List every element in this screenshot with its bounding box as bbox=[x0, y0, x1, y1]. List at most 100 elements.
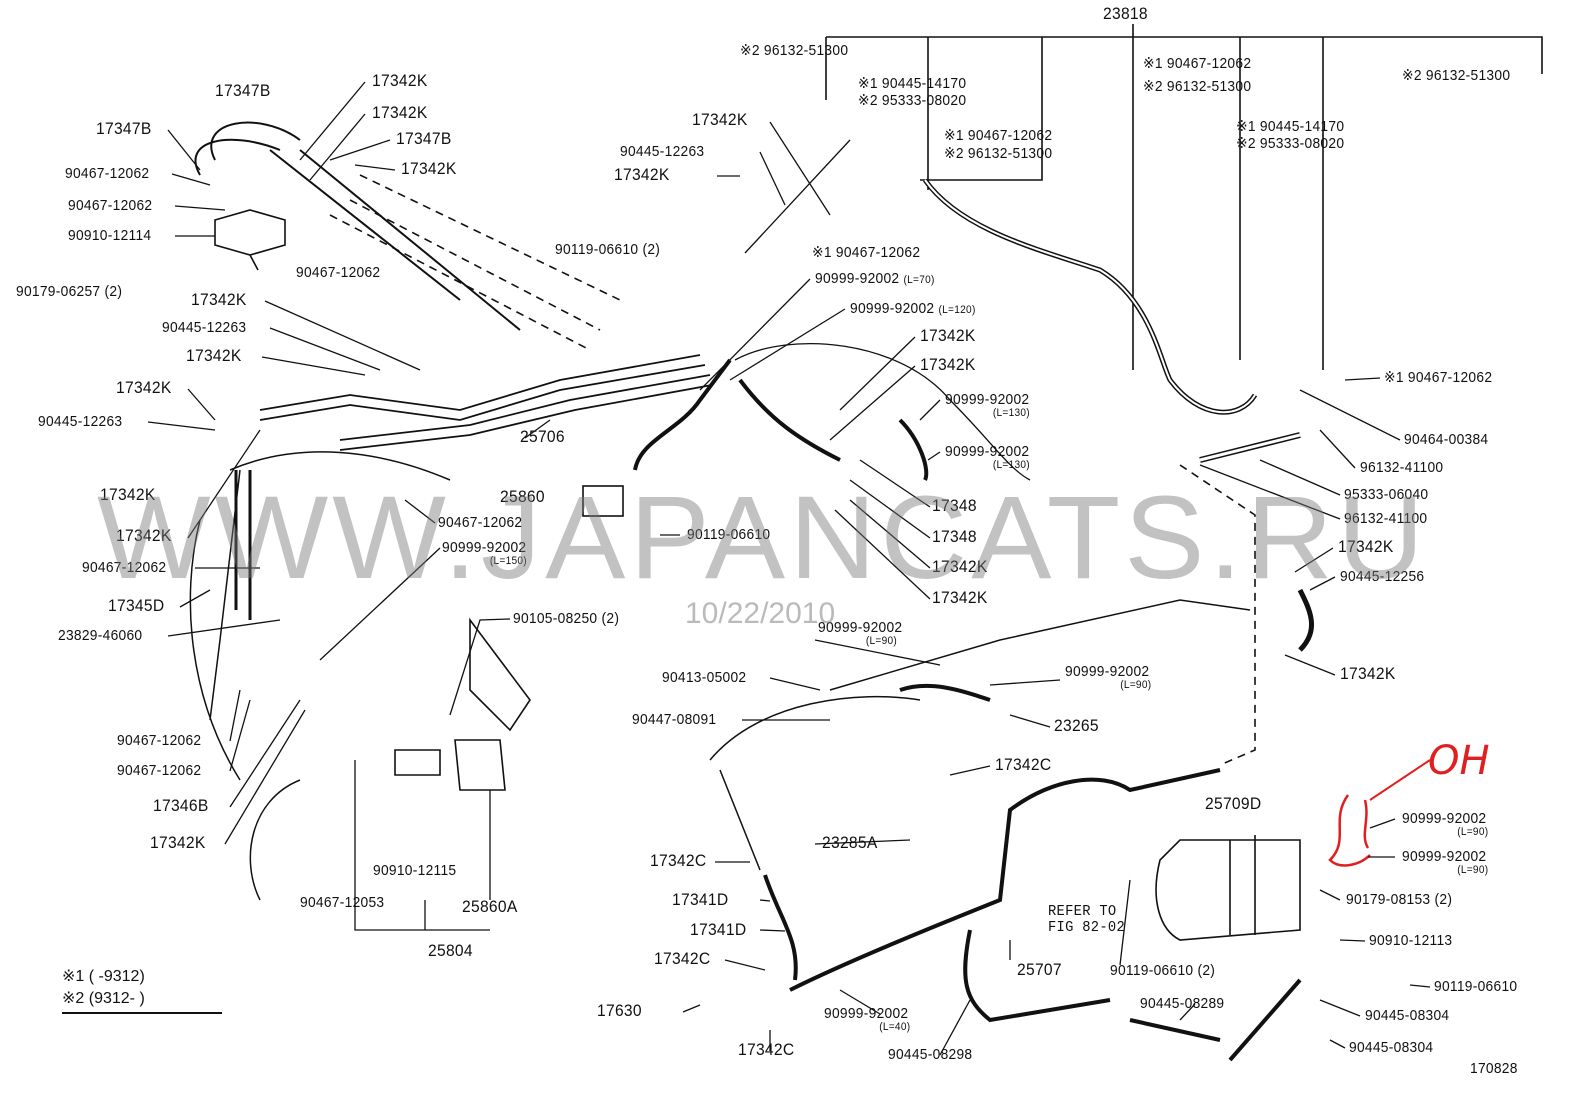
watermark: WWW.JAPANCATS.RU bbox=[96, 472, 1429, 604]
part-label: 90447-08091 bbox=[632, 711, 717, 728]
part-label: ※2 96132-51300 bbox=[944, 145, 1053, 162]
part-label: 90467-12062 bbox=[82, 559, 167, 576]
part-label: 23285A bbox=[822, 833, 878, 852]
part-label: ※1 90445-14170 bbox=[858, 75, 967, 92]
part-label: 90467-12062 bbox=[65, 165, 150, 182]
part-label: 90999-92002(L=90) bbox=[1402, 810, 1489, 838]
part-label: 17342K bbox=[1338, 537, 1394, 556]
part-label: 17342C bbox=[654, 949, 711, 968]
part-label: 17342K bbox=[932, 588, 988, 607]
part-label: 17347B bbox=[96, 119, 152, 138]
part-label: 25860A bbox=[462, 897, 518, 916]
part-label: 90119-06610 bbox=[1434, 978, 1518, 995]
part-label: 90910-12115 bbox=[373, 862, 457, 879]
part-label: 17342K bbox=[920, 326, 976, 345]
part-label: 17342K bbox=[372, 103, 428, 122]
legend: ※1 ( -9312) ※2 (9312- ) bbox=[62, 966, 222, 1014]
part-label: 90467-12062 bbox=[438, 514, 523, 531]
part-label: 90119-06610 (2) bbox=[1110, 962, 1216, 979]
part-label: 17342K bbox=[116, 526, 172, 545]
part-label: 90999-92002(L=150) bbox=[442, 539, 527, 567]
part-label: 17630 bbox=[597, 1001, 642, 1020]
legend-line-1: ※1 ( -9312) bbox=[62, 968, 145, 985]
part-label: 90467-12062 bbox=[296, 264, 381, 281]
part-label: 17342K bbox=[186, 346, 242, 365]
part-label: 23265 bbox=[1054, 716, 1099, 735]
part-label: 17348 bbox=[932, 527, 977, 546]
part-label: 17342K bbox=[1340, 664, 1396, 683]
part-label: 90910-12113 bbox=[1369, 932, 1453, 949]
part-label: 17342K bbox=[191, 290, 247, 309]
handwritten-note: OH bbox=[1428, 738, 1490, 784]
part-label: 90464-00384 bbox=[1404, 431, 1489, 448]
part-label: 25860 bbox=[500, 487, 545, 506]
part-label: 25709D bbox=[1205, 794, 1262, 813]
part-label: 90467-12062 bbox=[117, 732, 202, 749]
part-label: ※1 90467-12062 bbox=[1143, 55, 1252, 72]
legend-line-2: ※2 (9312- ) bbox=[62, 990, 145, 1007]
part-label: 25804 bbox=[428, 941, 473, 960]
part-label-23818: 23818 bbox=[1103, 4, 1148, 23]
part-label: 90445-12263 bbox=[620, 143, 705, 160]
part-label: 90179-06257 (2) bbox=[16, 283, 123, 300]
part-label: 90119-06610 (2) bbox=[555, 241, 661, 258]
part-label: 17348 bbox=[932, 496, 977, 515]
part-label: 25707 bbox=[1017, 960, 1062, 979]
part-label: ※2 96132-51300 bbox=[740, 42, 849, 59]
part-label: 90445-12256 bbox=[1340, 568, 1425, 585]
part-label: 17342K bbox=[692, 110, 748, 129]
part-label: ※1 90445-14170 bbox=[1236, 118, 1345, 135]
part-label: 17342K bbox=[100, 485, 156, 504]
part-label: ※2 95333-08020 bbox=[858, 92, 967, 109]
part-label: 17342C bbox=[995, 755, 1052, 774]
part-label: 96132-41100 bbox=[1360, 459, 1444, 476]
figure-number: 170828 bbox=[1470, 1060, 1518, 1077]
part-label: 90445-08304 bbox=[1365, 1007, 1450, 1024]
part-label: 17342K bbox=[150, 833, 206, 852]
date-stamp: 10/22/2010 bbox=[685, 597, 836, 630]
part-label: ※1 90467-12062 bbox=[1384, 369, 1493, 386]
part-label: 17347B bbox=[215, 81, 271, 100]
part-label: 96132-41100 bbox=[1344, 510, 1428, 527]
part-label: 17341D bbox=[672, 890, 729, 909]
part-label: 17342K bbox=[401, 159, 457, 178]
part-label: 23829-46060 bbox=[58, 627, 143, 644]
part-label: 90445-12263 bbox=[38, 413, 123, 430]
part-label: 90105-08250 (2) bbox=[513, 610, 620, 627]
part-label: ※1 90467-12062 bbox=[944, 127, 1053, 144]
part-label: 17342K bbox=[116, 378, 172, 397]
part-label: 90467-12062 bbox=[68, 197, 153, 214]
part-label: 90467-12062 bbox=[117, 762, 202, 779]
part-label: ※1 90467-12062 bbox=[812, 244, 921, 261]
part-label: 17342C bbox=[738, 1040, 795, 1059]
part-label: 17342K bbox=[920, 355, 976, 374]
part-label: ※2 96132-51300 bbox=[1402, 67, 1511, 84]
part-label: 90999-92002(L=40) bbox=[824, 1005, 911, 1033]
part-label: 17345D bbox=[108, 596, 165, 615]
part-label: 17346B bbox=[153, 796, 209, 815]
part-label: 90999-92002(L=90) bbox=[818, 619, 903, 647]
part-label: 90119-06610 bbox=[687, 526, 771, 543]
part-label: ※2 95333-08020 bbox=[1236, 135, 1345, 152]
part-label: 90999-92002 (L=120) bbox=[850, 300, 976, 317]
part-label: 90445-12263 bbox=[162, 319, 247, 336]
part-label: 90910-12114 bbox=[68, 227, 152, 244]
part-label: ※2 96132-51300 bbox=[1143, 78, 1252, 95]
part-label: 90179-08153 (2) bbox=[1346, 891, 1453, 908]
part-label: 17342K bbox=[932, 557, 988, 576]
part-label: 17347B bbox=[396, 129, 452, 148]
part-label: 90999-92002(L=90) bbox=[1402, 848, 1489, 876]
part-label: 90445-08289 bbox=[1140, 995, 1225, 1012]
part-label: 90445-08304 bbox=[1349, 1039, 1434, 1056]
part-label: 90999-92002(L=130) bbox=[945, 391, 1030, 419]
part-label: 90999-92002 (L=70) bbox=[815, 270, 935, 287]
part-label: 90413-05002 bbox=[662, 669, 747, 686]
part-label: 17342K bbox=[372, 71, 428, 90]
part-label: 90999-92002(L=130) bbox=[945, 443, 1030, 471]
part-label: 95333-06040 bbox=[1344, 486, 1429, 503]
part-label: 17342C bbox=[650, 851, 707, 870]
part-label: 90467-12053 bbox=[300, 894, 385, 911]
